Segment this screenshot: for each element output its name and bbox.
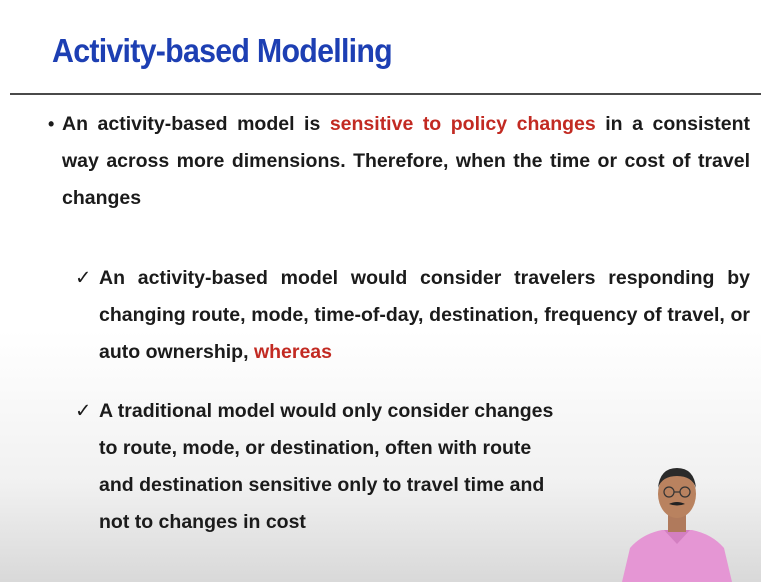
slide-title: Activity-based Modelling xyxy=(52,32,393,69)
presenter-hair xyxy=(658,468,696,488)
main-bullet-text: An activity-based model is sensitive to … xyxy=(50,106,750,217)
presenter-video xyxy=(622,468,732,582)
bullet-dot-icon: • xyxy=(48,114,55,134)
sub-bullet-1-text: An activity-based model would consider t… xyxy=(99,267,750,363)
sub-bullet-activity-model: ✓ An activity-based model would consider… xyxy=(75,260,750,371)
presenter-mustache xyxy=(669,502,685,506)
sub-bullet-2-text: A traditional model would only consider … xyxy=(99,400,554,533)
main-bullet-highlight: sensitive to policy changes xyxy=(329,113,596,135)
main-bullet-text-start: An activity-based model is xyxy=(62,113,330,135)
presenter-head xyxy=(658,470,696,518)
title-divider xyxy=(10,93,761,95)
main-bullet: • An activity-based model is sensitive t… xyxy=(48,106,750,217)
presenter-neck xyxy=(668,514,686,532)
background-fade xyxy=(0,330,761,582)
sub-bullet-1-highlight: whereas xyxy=(253,341,332,363)
main-bullet-text-end: in a consistent way across more dimensio… xyxy=(62,113,750,209)
checkmark-icon: ✓ xyxy=(75,267,92,289)
checkmark-icon: ✓ xyxy=(75,400,92,422)
presenter-shirt xyxy=(622,530,732,582)
sub-bullet-traditional-model: ✓ A traditional model would only conside… xyxy=(75,393,555,541)
presenter-collar xyxy=(664,530,690,544)
sub-bullet-text: An activity-based model would consider t… xyxy=(75,260,750,371)
